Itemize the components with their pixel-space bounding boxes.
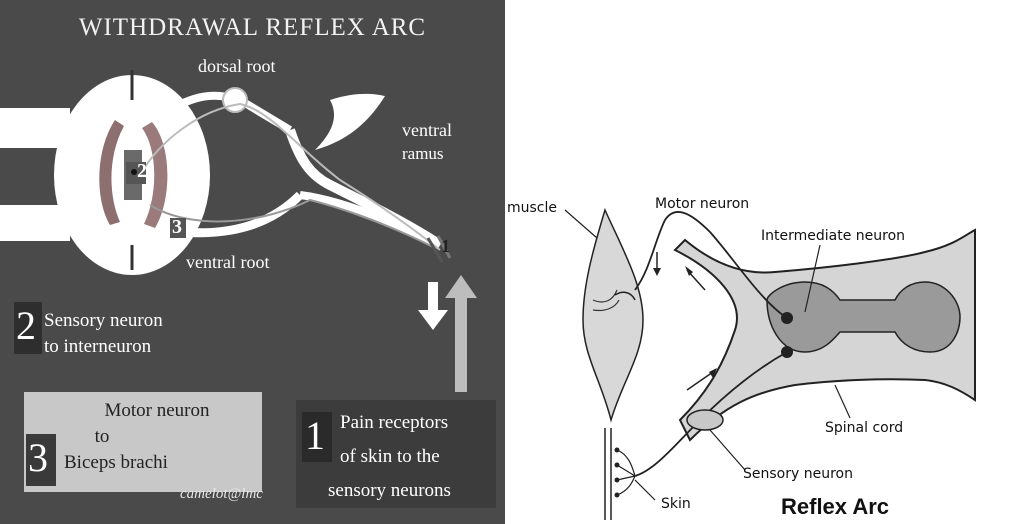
step-1-line2: of skin to the [340, 446, 440, 468]
step-3-line1: Motor neuron [62, 400, 252, 422]
skin-nerve-endings [617, 450, 635, 495]
motor-down-arrowhead [653, 268, 661, 276]
watermark: camelot@lmc [180, 486, 263, 503]
dorsal-root-ganglion [223, 88, 247, 112]
step-1-number: 1 [305, 416, 325, 456]
up-arrow-shaft [455, 296, 467, 392]
step-1-line1: Pain receptors [340, 412, 448, 434]
ventral-root-label: ventral root [186, 252, 269, 273]
step-1-line3: sensory neurons [328, 480, 451, 502]
motor-neuron-label: Motor neuron [655, 196, 749, 212]
reflex-arc-diagram [505, 0, 1024, 524]
step-3-line2: to [62, 426, 142, 448]
marker-3-label: 3 [172, 216, 182, 239]
reflex-arc-title: Reflex Arc [781, 494, 889, 520]
step-2-line2: to interneuron [44, 336, 151, 358]
withdrawal-reflex-arc-panel: WITHDRAWAL REFLEX ARC dorsal root ventra… [0, 0, 505, 524]
step-2-line1: Sensory neuron [44, 310, 163, 332]
step-2-number: 2 [16, 306, 36, 346]
dorsal-root-label: dorsal root [198, 56, 275, 77]
skin-label: Skin [661, 496, 691, 512]
spinal-cord-label: Spinal cord [825, 420, 903, 436]
up-arrow-head [445, 275, 477, 298]
muscle-leader [565, 210, 597, 238]
sensory-neuron-label: Sensory neuron [743, 466, 853, 482]
spinal-cord-leader [835, 385, 850, 418]
left-dorsal-root-stub [0, 108, 70, 148]
step-3-line3: Biceps brachi [64, 452, 168, 474]
marker-1-label: 1 [441, 236, 450, 257]
dorsal-ramus [315, 94, 385, 150]
sensory-leader [710, 430, 745, 470]
dorsal-root-ganglion [687, 410, 723, 430]
down-arrow-shaft [428, 282, 438, 310]
intermediate-neuron-label: Intermediate neuron [761, 228, 905, 244]
left-ventral-root-stub [0, 205, 70, 241]
step-3-number: 3 [28, 438, 48, 478]
reflex-arc-panel: muscle Motor neuron Intermediate neuron … [505, 0, 1024, 524]
ventral-ramus-label-line1: ventral [402, 120, 452, 141]
left-diagram-title: WITHDRAWAL REFLEX ARC [0, 14, 505, 42]
muscle-label: muscle [507, 200, 557, 216]
marker-2-label: 2 [137, 160, 147, 183]
skin-leader [635, 480, 655, 500]
muscle-shape [583, 210, 643, 420]
ventral-ramus-label-line2: ramus [402, 144, 444, 164]
down-arrow-head [418, 310, 448, 330]
